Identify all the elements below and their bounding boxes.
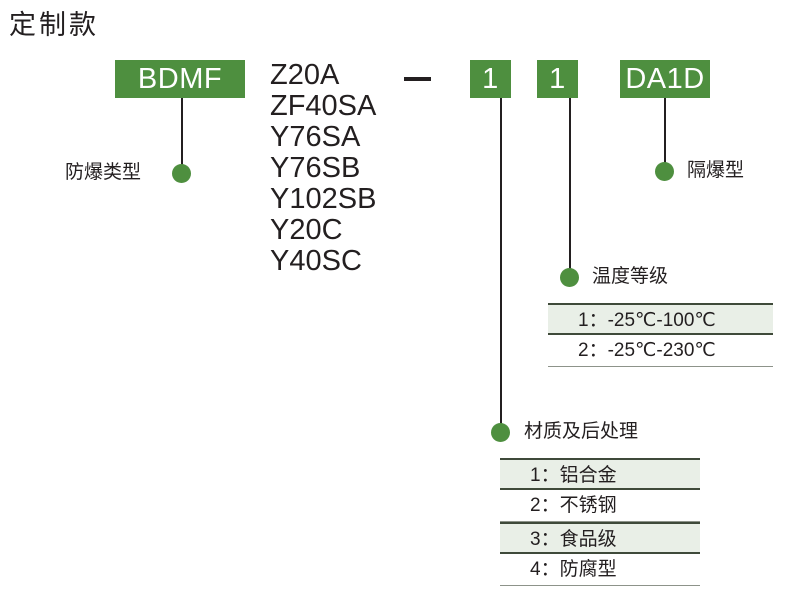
leader-line-explosion-type: [181, 98, 183, 174]
model-variant-item: Y76SA: [270, 121, 361, 153]
material-option-row[interactable]: 4：防腐型: [500, 554, 700, 586]
leader-dot-explosion-type: [172, 164, 191, 183]
code-box-temperature[interactable]: 1: [537, 60, 578, 98]
code-box-material[interactable]: 1: [470, 60, 511, 98]
temperature-option-row[interactable]: 1：-25℃-100℃: [548, 303, 773, 335]
callout-material-treatment: 材质及后处理: [524, 421, 639, 442]
leader-line-flameproof: [664, 98, 666, 168]
callout-temperature-grade: 温度等级: [592, 266, 669, 287]
model-variant-item: Y40SC: [270, 245, 362, 277]
material-options-table: 1：铝合金 2：不锈钢 3：食品级 4：防腐型: [500, 458, 700, 586]
leader-dot-material-treatment: [491, 423, 510, 442]
temperature-options-table: 1：-25℃-100℃ 2：-25℃-230℃: [548, 303, 773, 367]
callout-flameproof: 隔爆型: [687, 160, 745, 181]
material-option-row[interactable]: 2：不锈钢: [500, 490, 700, 522]
model-variant-item: Z20A: [270, 59, 340, 91]
model-variant-item: ZF40SA: [270, 90, 377, 122]
leader-line-temperature-grade: [569, 98, 571, 275]
model-variant-item: Y20C: [270, 214, 343, 246]
leader-line-material-treatment: [500, 98, 502, 428]
material-option-row[interactable]: 1：铝合金: [500, 458, 700, 490]
model-variant-item: Y102SB: [270, 183, 377, 215]
code-separator-dash: [404, 77, 431, 81]
material-option-row[interactable]: 3：食品级: [500, 522, 700, 554]
leader-dot-flameproof: [655, 162, 674, 181]
code-box-flameproof[interactable]: DA1D: [620, 60, 710, 98]
code-box-prefix[interactable]: BDMF: [115, 60, 245, 98]
leader-dot-temperature-grade: [560, 268, 579, 287]
page-title: 定制款: [9, 10, 99, 40]
temperature-option-row[interactable]: 2：-25℃-230℃: [548, 335, 773, 367]
model-variant-item: Y76SB: [270, 152, 361, 184]
model-variant-list: Z20A ZF40SA Y76SA Y76SB Y102SB Y20C Y40S…: [270, 60, 376, 277]
callout-explosion-type: 防爆类型: [65, 162, 142, 183]
